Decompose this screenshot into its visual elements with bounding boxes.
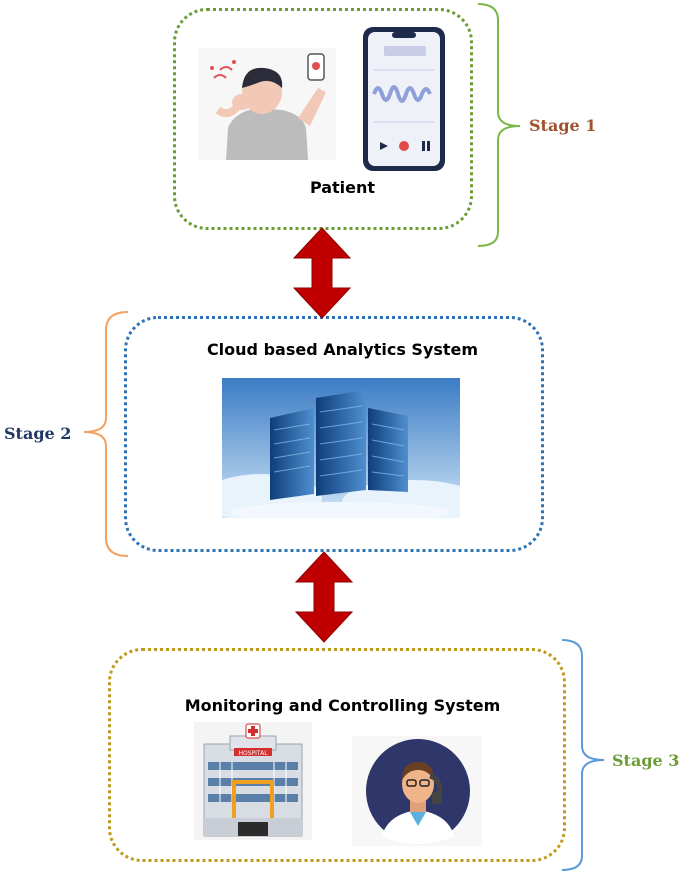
patient-title: Patient xyxy=(309,178,376,197)
stage-1-bracket xyxy=(477,3,521,247)
hospital-sign: HOSPITAL xyxy=(238,750,268,757)
stage-2-bracket xyxy=(83,311,129,557)
doctor-on-phone-icon xyxy=(352,736,482,846)
stage-1-label: Stage 1 xyxy=(529,116,597,135)
stage-3-label: Stage 3 xyxy=(612,751,680,770)
stage-3-box xyxy=(108,648,566,862)
cloud-analytics-title: Cloud based Analytics System xyxy=(206,340,479,359)
stage-2-box xyxy=(124,316,544,552)
monitoring-title: Monitoring and Controlling System xyxy=(184,696,501,715)
stage-2-label: Stage 2 xyxy=(4,424,72,443)
arrow-stage2-stage3 xyxy=(294,551,354,643)
stage-3-bracket xyxy=(561,639,605,871)
patient-with-headache-icon xyxy=(198,48,336,160)
hospital-building-icon: HOSPITAL xyxy=(194,722,312,840)
cloud-server-icon xyxy=(222,378,460,518)
voice-recorder-phone-icon xyxy=(363,27,445,171)
arrow-stage1-stage2 xyxy=(292,227,352,319)
